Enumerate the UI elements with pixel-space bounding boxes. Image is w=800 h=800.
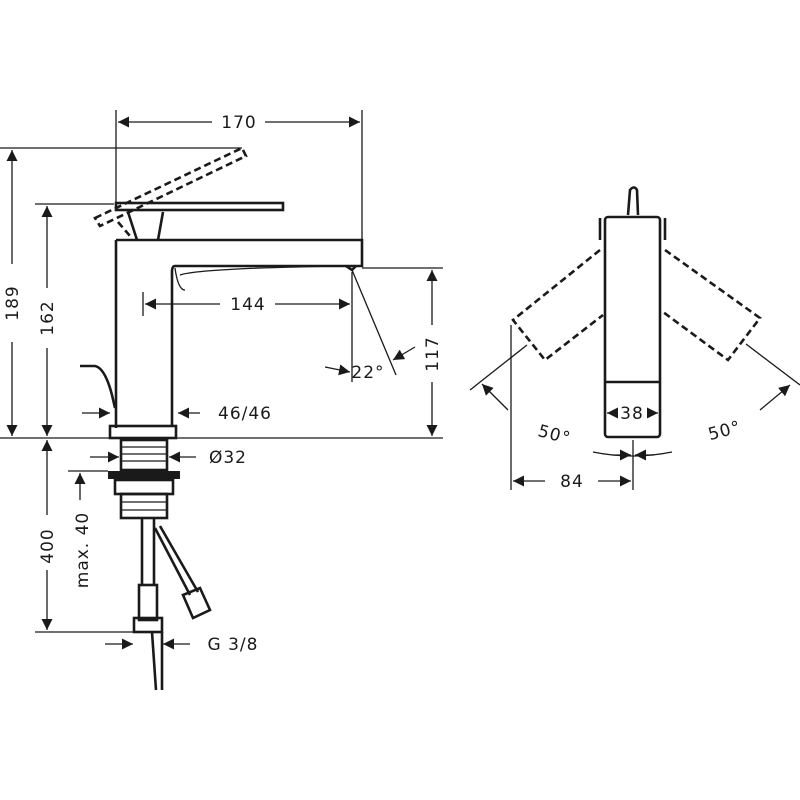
dim-label-170: 170 [221, 113, 256, 133]
dimension-hose-400: 400 [35, 440, 134, 633]
base-ring [108, 424, 178, 440]
dimension-body-46: 46/46 [82, 404, 272, 424]
dim-label-144: 144 [230, 295, 265, 315]
threaded-shank [108, 438, 180, 520]
supply-hoses [132, 518, 212, 691]
dim-label-50-left: 50° [536, 421, 573, 449]
dimension-diameter-32: Ø32 [90, 448, 247, 468]
dim-label-46-46: 46/46 [218, 404, 272, 424]
dim-label-117: 117 [423, 336, 443, 371]
dim-label-84: 84 [560, 472, 584, 492]
dim-label-38: 38 [620, 404, 644, 424]
body-top [603, 215, 662, 439]
dimension-width-38: 38 [607, 404, 658, 424]
dimension-angle-22: 22° [324, 269, 416, 383]
cartridge-neck [126, 211, 165, 241]
dimension-width-170: 170 [115, 110, 363, 265]
dimension-rotation-right-50: 50° [706, 343, 800, 445]
side-view: 170 189 162 [0, 110, 443, 691]
dimension-height-117: 117 [362, 267, 443, 436]
dimension-offset-84: 84 [513, 472, 631, 492]
dimension-connection-g38: G 3/8 [105, 635, 259, 655]
lever-open-position [93, 146, 248, 228]
spout-left-rotated [511, 248, 604, 362]
dim-label-d32: Ø32 [209, 448, 247, 468]
dim-label-162: 162 [38, 300, 58, 335]
dim-label-400: 400 [38, 528, 58, 563]
dimension-height-189: 189 [0, 147, 242, 436]
dim-label-50-right: 50° [706, 417, 743, 445]
lever-knob [626, 186, 640, 216]
dimension-height-162: 162 [35, 203, 114, 436]
dimension-max-40: max. 40 [68, 470, 108, 588]
lever-closed [114, 201, 285, 212]
popup-rod [80, 364, 117, 409]
dim-label-max40: max. 40 [73, 512, 93, 588]
dim-label-22deg: 22° [351, 363, 384, 383]
top-view: 38 50° 50° 84 [469, 186, 800, 492]
dimension-reach-144: 144 [142, 272, 353, 382]
dim-label-g38: G 3/8 [208, 635, 259, 655]
spout-right-rotated [662, 248, 762, 362]
faucet-body [116, 238, 364, 426]
dimension-rotation-left-50: 50° [469, 325, 573, 490]
dim-label-189: 189 [3, 285, 23, 320]
lever-pivot-dashed [117, 221, 131, 237]
